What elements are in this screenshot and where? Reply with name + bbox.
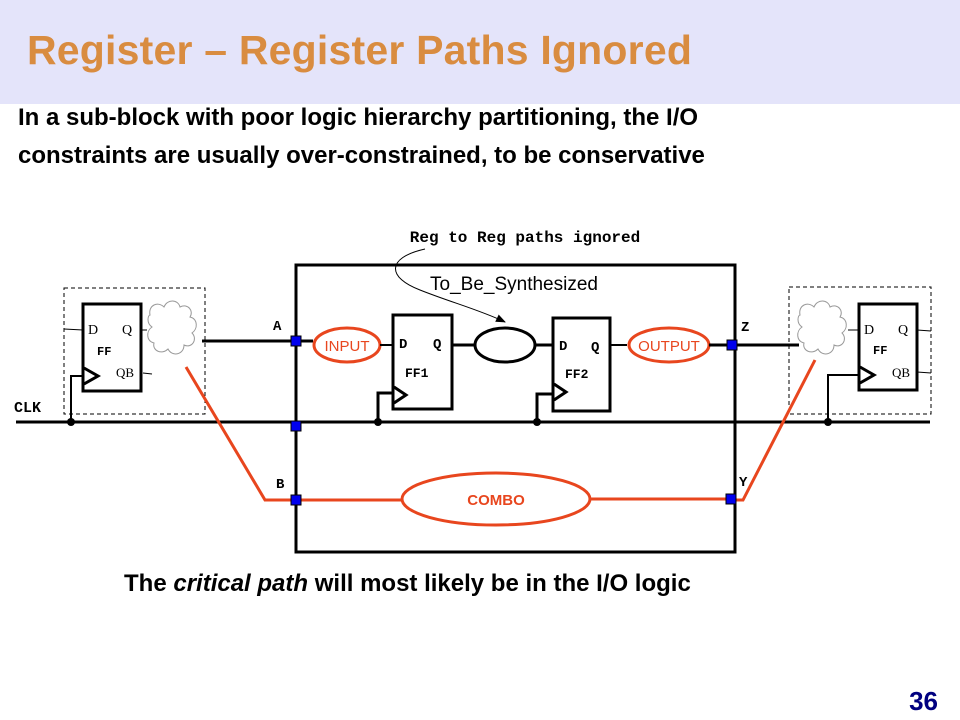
annotation-arrow (395, 248, 506, 323)
clock-junction (374, 418, 382, 426)
port-a-label: A (273, 319, 282, 335)
right-ff-q-label: Q (898, 323, 908, 338)
right-logic-cloud (797, 300, 847, 355)
slide-title: Register – Register Paths Ignored (27, 27, 693, 73)
clock-junction (533, 418, 541, 426)
ff1 (391, 313, 454, 411)
input-logic-label: INPUT (325, 338, 370, 355)
left-ff-q-label: Q (122, 323, 132, 338)
subtitle-line-2: constraints are usually over-constrained… (18, 142, 705, 169)
ff1-name: FF1 (405, 366, 429, 381)
left-ff-name: FF (97, 345, 111, 359)
right-ff-qb-label: QB (892, 365, 910, 380)
left-ff-group (63, 287, 206, 415)
right-ff-group (788, 286, 932, 415)
left-logic-cloud (147, 300, 197, 355)
header-band (0, 0, 960, 104)
ff2 (551, 316, 612, 413)
port-b-label: B (276, 477, 285, 493)
ff2-q-label: Q (591, 340, 599, 356)
port-b (290, 494, 302, 506)
synthesis-block (294, 263, 737, 554)
right-ff (857, 302, 919, 392)
left-ff (81, 302, 143, 393)
critical-path-right (735, 359, 817, 502)
ff2-d-label: D (559, 339, 567, 355)
clock-junction (67, 418, 75, 426)
port-clk (290, 420, 302, 432)
subtitle: In a sub-block with poor logic hierarchy… (18, 99, 705, 175)
conclusion-emphasis: critical path (173, 570, 309, 597)
ff2-name: FF2 (565, 367, 589, 382)
right-ff-d-label: D (864, 323, 874, 338)
left-ff-qb-label: QB (116, 365, 134, 380)
ff1-q-label: Q (433, 337, 441, 353)
conclusion-text: The critical path will most likely be in… (124, 570, 691, 598)
clock-junction (824, 418, 832, 426)
port-z-label: Z (741, 320, 749, 336)
clock-label: CLK (14, 400, 41, 417)
port-y-label: Y (739, 475, 748, 491)
subtitle-line-1: In a sub-block with poor logic hierarchy… (18, 104, 699, 131)
combo-logic-label: COMBO (467, 492, 525, 509)
ff1-d-label: D (399, 337, 407, 353)
port-a (290, 335, 302, 347)
right-ff-name: FF (873, 344, 887, 358)
annotation-label: Reg to Reg paths ignored (410, 229, 640, 247)
port-z (726, 339, 738, 351)
port-y (725, 493, 737, 505)
left-ff-d-label: D (88, 323, 98, 338)
page-number: 36 (909, 686, 938, 716)
reg-to-reg-logic (473, 326, 537, 364)
conclusion-suffix: will most likely be in the I/O logic (308, 570, 691, 597)
output-logic-label: OUTPUT (638, 338, 700, 355)
conclusion-prefix: The (124, 570, 174, 597)
block-name-label: To_Be_Synthesized (430, 274, 598, 295)
critical-path-left (184, 366, 296, 502)
